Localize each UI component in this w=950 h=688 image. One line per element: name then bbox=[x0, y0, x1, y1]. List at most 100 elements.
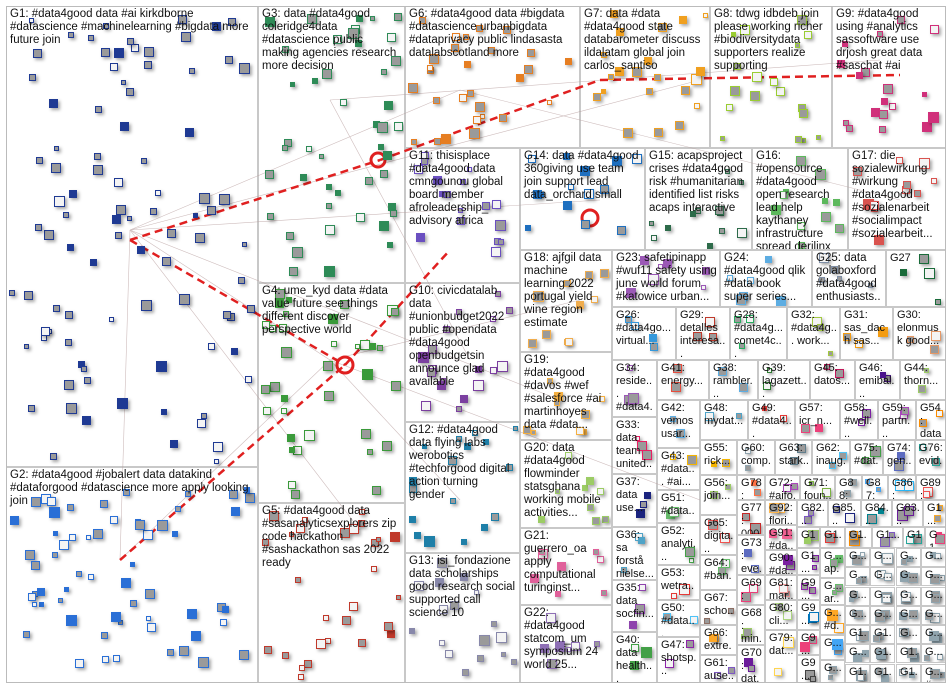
vertex-node[interactable] bbox=[591, 296, 598, 303]
vertex-node[interactable] bbox=[919, 158, 930, 169]
vertex-node[interactable] bbox=[859, 631, 869, 641]
vertex-node[interactable] bbox=[179, 294, 190, 305]
vertex-node[interactable] bbox=[931, 594, 940, 603]
vertex-node[interactable] bbox=[809, 612, 819, 622]
vertex-node[interactable] bbox=[473, 116, 481, 124]
vertex-node[interactable] bbox=[198, 657, 209, 668]
vertex-node[interactable] bbox=[797, 444, 806, 453]
vertex-node[interactable] bbox=[270, 382, 280, 392]
vertex-node[interactable] bbox=[608, 74, 614, 80]
vertex-node[interactable] bbox=[922, 92, 927, 97]
vertex-node[interactable] bbox=[665, 225, 671, 231]
vertex-node[interactable] bbox=[54, 146, 59, 151]
vertex-node[interactable] bbox=[587, 504, 594, 511]
vertex-node[interactable] bbox=[797, 222, 805, 230]
vertex-node[interactable] bbox=[281, 408, 287, 414]
vertex-node[interactable] bbox=[261, 385, 270, 394]
vertex-node[interactable] bbox=[88, 574, 94, 580]
vertex-node[interactable] bbox=[663, 613, 671, 621]
vertex-node[interactable] bbox=[804, 516, 812, 524]
vertex-node[interactable] bbox=[409, 628, 415, 634]
vertex-node[interactable] bbox=[371, 566, 377, 572]
vertex-node[interactable] bbox=[391, 381, 401, 391]
vertex-node[interactable] bbox=[39, 602, 44, 607]
vertex-node[interactable] bbox=[379, 221, 389, 231]
vertex-node[interactable] bbox=[702, 267, 710, 275]
vertex-node[interactable] bbox=[928, 112, 939, 123]
vertex-node[interactable] bbox=[377, 345, 383, 351]
vertex-node[interactable] bbox=[819, 277, 825, 283]
vertex-node[interactable] bbox=[846, 125, 853, 132]
vertex-node[interactable] bbox=[690, 616, 698, 624]
vertex-node[interactable] bbox=[488, 47, 495, 54]
vertex-node[interactable] bbox=[808, 530, 819, 541]
vertex-node[interactable] bbox=[162, 257, 171, 266]
vertex-node[interactable] bbox=[581, 220, 590, 229]
vertex-node[interactable] bbox=[527, 49, 535, 57]
vertex-node[interactable] bbox=[932, 458, 940, 466]
vertex-node[interactable] bbox=[498, 239, 504, 245]
vertex-node[interactable] bbox=[564, 280, 571, 287]
vertex-node[interactable] bbox=[842, 41, 848, 47]
vertex-node[interactable] bbox=[491, 513, 499, 521]
vertex-node[interactable] bbox=[704, 618, 710, 624]
vertex-node[interactable] bbox=[874, 235, 884, 245]
vertex-node[interactable] bbox=[525, 225, 531, 231]
vertex-node[interactable] bbox=[880, 372, 886, 378]
vertex-node[interactable] bbox=[728, 608, 734, 614]
vertex-node[interactable] bbox=[191, 631, 201, 641]
vertex-node[interactable] bbox=[437, 558, 447, 568]
vertex-node[interactable] bbox=[387, 630, 395, 638]
vertex-node[interactable] bbox=[610, 10, 618, 18]
vertex-node[interactable] bbox=[530, 574, 539, 583]
vertex-node[interactable] bbox=[795, 43, 800, 48]
vertex-node[interactable] bbox=[835, 584, 843, 592]
vertex-node[interactable] bbox=[31, 561, 40, 570]
vertex-node[interactable] bbox=[855, 340, 863, 348]
vertex-node[interactable] bbox=[881, 98, 888, 105]
vertex-node[interactable] bbox=[743, 628, 752, 637]
vertex-node[interactable] bbox=[222, 606, 229, 613]
vertex-node[interactable] bbox=[499, 114, 507, 122]
vertex-node[interactable] bbox=[161, 409, 167, 415]
vertex-node[interactable] bbox=[907, 648, 917, 658]
vertex-node[interactable] bbox=[751, 480, 757, 486]
vertex-node[interactable] bbox=[491, 621, 497, 627]
vertex-node[interactable] bbox=[769, 530, 777, 538]
vertex-node[interactable] bbox=[922, 122, 932, 132]
vertex-node[interactable] bbox=[378, 144, 384, 150]
vertex-node[interactable] bbox=[414, 532, 421, 539]
vertex-node[interactable] bbox=[316, 639, 326, 649]
vertex-node[interactable] bbox=[809, 636, 817, 644]
vertex-node[interactable] bbox=[649, 221, 654, 226]
vertex-node[interactable] bbox=[860, 552, 865, 557]
vertex-node[interactable] bbox=[491, 247, 501, 257]
vertex-node[interactable] bbox=[127, 38, 134, 45]
vertex-node[interactable] bbox=[435, 578, 444, 587]
vertex-node[interactable] bbox=[58, 598, 63, 603]
vertex-node[interactable] bbox=[937, 654, 943, 660]
vertex-node[interactable] bbox=[907, 336, 914, 343]
vertex-node[interactable] bbox=[631, 322, 639, 330]
vertex-node[interactable] bbox=[481, 524, 488, 531]
vertex-node[interactable] bbox=[416, 233, 425, 242]
vertex-node[interactable] bbox=[739, 383, 748, 392]
vertex-node[interactable] bbox=[585, 271, 593, 279]
vertex-node[interactable] bbox=[907, 556, 913, 562]
vertex-node[interactable] bbox=[358, 639, 366, 647]
vertex-node[interactable] bbox=[187, 609, 197, 619]
vertex-node[interactable] bbox=[323, 361, 333, 371]
vertex-node[interactable] bbox=[919, 419, 927, 427]
vertex-node[interactable] bbox=[719, 228, 725, 234]
vertex-node[interactable] bbox=[718, 367, 727, 376]
vertex-node[interactable] bbox=[791, 483, 798, 490]
vertex-node[interactable] bbox=[875, 612, 885, 622]
vertex-node[interactable] bbox=[705, 412, 714, 421]
vertex-node[interactable] bbox=[390, 210, 397, 217]
vertex-node[interactable] bbox=[557, 562, 566, 571]
vertex-node[interactable] bbox=[65, 339, 72, 346]
vertex-node[interactable] bbox=[66, 615, 77, 626]
vertex-node[interactable] bbox=[41, 327, 50, 336]
vertex-node[interactable] bbox=[324, 391, 334, 401]
vertex-node[interactable] bbox=[752, 72, 762, 82]
